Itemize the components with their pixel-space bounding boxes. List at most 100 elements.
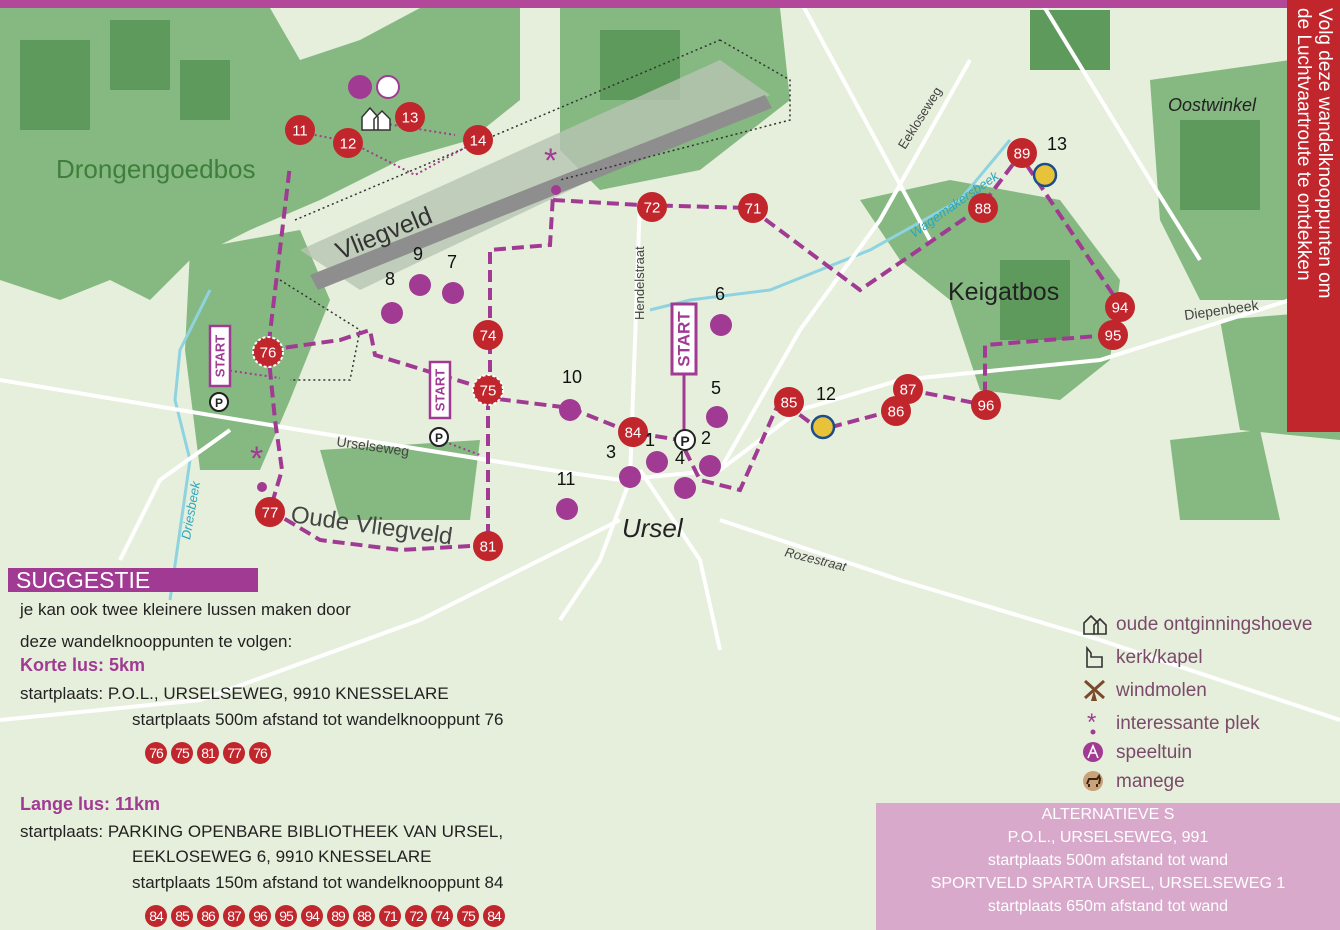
node-marker-11[interactable]: 11 — [285, 115, 315, 145]
poi-marker-10[interactable]: 10 — [559, 367, 582, 421]
node-label: 94 — [1112, 300, 1129, 317]
node-marker-94[interactable]: 94 — [1105, 292, 1135, 322]
route-chip: 71 — [379, 905, 401, 927]
poi-marker-8[interactable]: 8 — [381, 269, 403, 324]
svg-text:P: P — [215, 396, 223, 410]
poi-marker-2[interactable]: 2 — [699, 428, 721, 477]
route-chip: 75 — [457, 905, 479, 927]
node-marker-86[interactable]: 86 — [881, 396, 911, 426]
top-accent-bar — [0, 0, 1340, 8]
star-icon: * — [544, 142, 557, 180]
node-marker-76[interactable]: 76 — [252, 336, 284, 368]
route-chip: 95 — [275, 905, 297, 927]
interest-markers: * * — [250, 142, 561, 492]
route-chip: 88 — [353, 905, 375, 927]
poi-marker-13[interactable]: 13 — [1032, 134, 1067, 188]
node-label: 71 — [745, 201, 762, 218]
route-chip: 77 — [223, 742, 245, 764]
node-label: 76 — [260, 345, 277, 362]
playground-icon — [1083, 742, 1103, 762]
node-marker-85[interactable]: 85 — [774, 387, 804, 417]
lange-lus-start-1: startplaats: PARKING OPENBARE BIBLIOTHEE… — [20, 822, 504, 841]
route-chip: 85 — [171, 905, 193, 927]
poi-number: 12 — [816, 384, 836, 404]
star-icon: * — [1087, 711, 1096, 735]
poi-number: 4 — [675, 448, 685, 468]
church-icon — [1086, 645, 1103, 668]
route-chip: 76 — [145, 742, 167, 764]
poi-number: 6 — [715, 284, 725, 304]
node-label: 95 — [1105, 328, 1122, 345]
poi-marker-4[interactable]: 4 — [674, 448, 696, 499]
horse-icon — [1083, 771, 1103, 791]
poi-number: 7 — [447, 252, 457, 272]
node-marker-88[interactable]: 88 — [968, 193, 998, 223]
node-label: 14 — [470, 133, 487, 150]
place-keigatbos: Keigatbos — [948, 278, 1059, 306]
route-chip: 86 — [197, 905, 219, 927]
node-label: 81 — [480, 539, 497, 556]
node-marker-87[interactable]: 87 — [893, 374, 923, 404]
node-marker-96[interactable]: 96 — [971, 390, 1001, 420]
node-marker-75[interactable]: 75 — [472, 374, 504, 406]
route-chip: 74 — [431, 905, 453, 927]
farmhouse-icon — [1083, 614, 1107, 635]
node-label: 12 — [340, 136, 357, 153]
start-marker-sportveld[interactable]: START P — [428, 360, 452, 447]
node-marker-71[interactable]: 71 — [738, 193, 768, 223]
route-chip: 84 — [483, 905, 505, 927]
route-chip: 76 — [249, 742, 271, 764]
legend-item: windmolen — [1082, 678, 1340, 702]
start-marker-pol[interactable]: START P — [208, 324, 232, 412]
svg-text:START: START — [213, 335, 228, 377]
alternatieve-startplaatsen: ALTERNATIEVE S P.O.L., URSELSEWEG, 991 s… — [876, 803, 1340, 930]
suggestie-intro-1: je kan ook twee kleinere lussen maken do… — [20, 600, 351, 619]
poi-marker-5[interactable]: 5 — [706, 378, 728, 428]
node-label: 75 — [480, 383, 497, 400]
alt-line-3: startplaats 500m afstand tot wand — [987, 852, 1229, 869]
route-chip: 84 — [145, 905, 167, 927]
start-marker-main[interactable]: START P — [670, 302, 698, 451]
poi-number: 1 — [645, 430, 655, 450]
poi-marker-11[interactable]: 11 — [556, 469, 578, 520]
airfield — [279, 39, 791, 381]
poi-marker-1[interactable]: 1 — [645, 430, 668, 473]
korte-lus-distance: startplaats 500m afstand tot wandelknoop… — [132, 710, 504, 729]
node-marker-14[interactable]: 14 — [463, 125, 493, 155]
poi-marker-6[interactable]: 6 — [710, 284, 732, 336]
route-chip: 81 — [197, 742, 219, 764]
node-marker-81[interactable]: 81 — [473, 531, 503, 561]
node-marker-13[interactable]: 13 — [395, 102, 425, 132]
poi-number: 13 — [1047, 134, 1067, 154]
korte-lus-title: Korte lus: 5km — [20, 655, 146, 675]
node-label: 72 — [644, 200, 661, 217]
poi-marker-3[interactable]: 3 — [606, 442, 641, 488]
star-icon: * — [250, 440, 263, 478]
node-marker-74[interactable]: 74 — [473, 320, 503, 350]
node-label: 85 — [781, 395, 798, 412]
place-ursel: Ursel — [622, 513, 684, 543]
farmhouse-icon — [361, 106, 391, 131]
poi-number: 10 — [562, 367, 582, 387]
node-marker-72[interactable]: 72 — [637, 192, 667, 222]
route-chip: 87 — [223, 905, 245, 927]
node-marker-77[interactable]: 77 — [255, 497, 285, 527]
node-marker-95[interactable]: 95 — [1098, 320, 1128, 350]
poi-number: 9 — [413, 244, 423, 264]
poi-marker-12[interactable]: 12 — [810, 384, 836, 440]
restaurant-icon — [348, 75, 372, 99]
node-label: 84 — [625, 425, 642, 442]
node-marker-84[interactable]: 84 — [618, 417, 648, 447]
poi-marker-7[interactable]: 7 — [442, 252, 464, 304]
node-label: 87 — [900, 382, 917, 399]
poi-number: 3 — [606, 442, 616, 462]
svg-text:*: * — [1087, 711, 1096, 735]
info-icon — [376, 75, 400, 99]
poi-marker-9[interactable]: 9 — [409, 244, 431, 296]
place-oostwinkel: Oostwinkel — [1168, 95, 1257, 115]
node-label: 88 — [975, 201, 992, 218]
node-marker-89[interactable]: 89 — [1007, 138, 1037, 168]
node-marker-12[interactable]: 12 — [333, 128, 363, 158]
